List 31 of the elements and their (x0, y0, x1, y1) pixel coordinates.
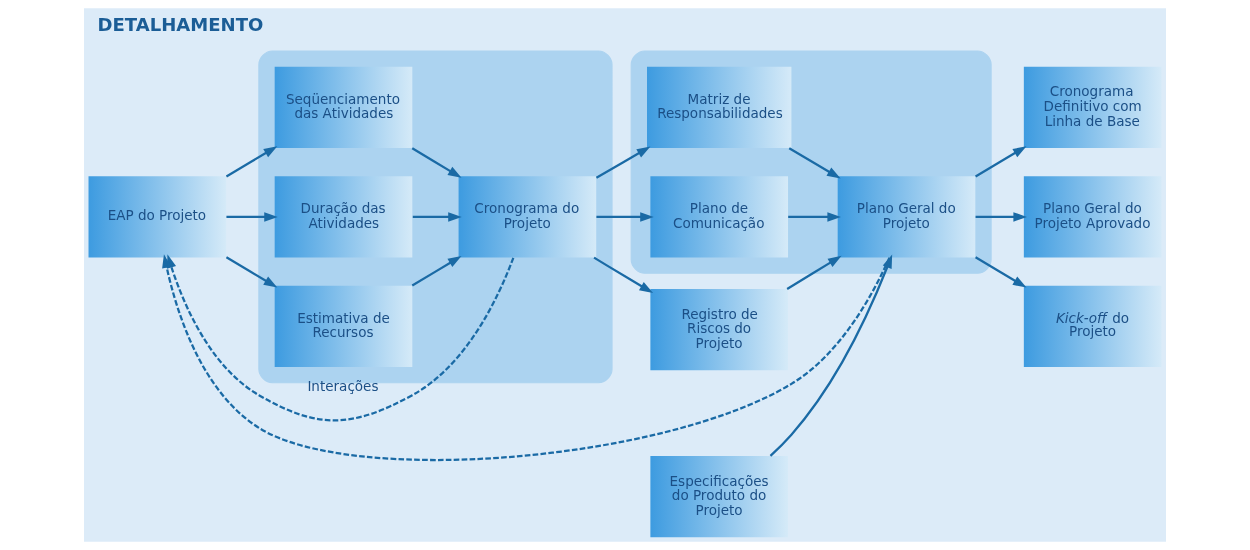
diagram-title: DETALHAMENTO (97, 13, 264, 35)
arrow (975, 256, 1027, 288)
arrow (788, 212, 841, 222)
arrow (596, 212, 654, 222)
node-box: EAP do Projeto (88, 176, 227, 258)
arrow (595, 146, 651, 179)
arrow (788, 147, 841, 179)
arrow (225, 146, 278, 178)
node-box: Seqüenciamento das Atividades (274, 66, 413, 149)
node-box: Duração das Atividades (274, 176, 413, 258)
arrow (411, 147, 462, 178)
node-box: Cronograma Definitivo com Linha de Base (1023, 66, 1162, 149)
node-box: Estimativa de Recursos (274, 285, 413, 367)
arrow (412, 212, 462, 222)
node-box: Registro de Riscos do Projeto (650, 289, 789, 371)
edge-label: Interações (307, 378, 379, 395)
node-box: Plano Geral do Projeto (837, 176, 976, 258)
node-box: Cronograma do Projeto (458, 176, 597, 258)
arrow (975, 146, 1027, 178)
node-box: Kick-off do Projeto (1023, 285, 1162, 367)
arrow (786, 255, 842, 290)
arrow (769, 254, 893, 457)
arrow (593, 256, 654, 293)
arrow (975, 212, 1027, 222)
arrow (226, 212, 278, 222)
cluster (630, 50, 992, 274)
arrow (411, 255, 462, 287)
arrow (225, 256, 278, 288)
node-box: Plano Geral do Projeto Aprovado (1023, 176, 1162, 258)
node-box: Plano de Comunicação (650, 176, 789, 258)
node-box: Especificações do Produto do Projeto (650, 456, 789, 538)
